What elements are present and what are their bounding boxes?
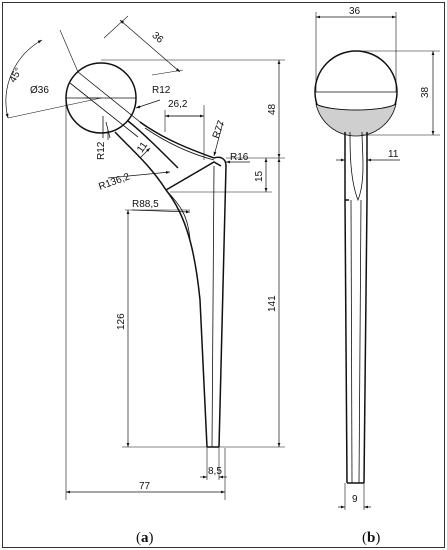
stem-medial-edge (165, 189, 208, 448)
side-neck-taper (349, 131, 364, 202)
label-b-head-height: 38 (420, 86, 431, 98)
dim-11-leader (139, 147, 151, 159)
labels-a: 45° Ø36 36 R12 R12 11 26,2 R77 R16 R136,… (8, 30, 278, 492)
ext-angle-2 (59, 29, 79, 73)
shoulder-curve (139, 121, 215, 159)
shoulder-inner (144, 127, 215, 161)
label-height-15: 15 (254, 170, 265, 182)
dimension-lines-b (316, 15, 435, 509)
extension-lines-a (7, 15, 285, 500)
dim-r77-leader (213, 121, 224, 157)
label-b-stem-width: 9 (352, 494, 358, 505)
neck-lower-edge (114, 131, 167, 191)
side-stem-left (344, 199, 348, 484)
label-neck-width: 11 (135, 140, 150, 155)
label-tip-width: 8,5 (208, 466, 222, 477)
caption-a: (a) (136, 530, 154, 546)
head-taper-line-2 (69, 82, 139, 138)
label-height-48: 48 (267, 103, 278, 115)
ext-angle (7, 97, 102, 119)
label-b-neck-width: 11 (388, 149, 399, 160)
label-height-126: 126 (116, 313, 127, 330)
front-view (65, 62, 227, 448)
labels-b: 36 38 11 9 (349, 6, 431, 505)
dim-r88-leader (131, 209, 191, 214)
label-r12-top: R12 (152, 85, 171, 96)
neck-upper-edge (127, 120, 179, 169)
caption-b: (b) (362, 530, 380, 546)
side-head-lower-band (315, 103, 397, 137)
label-head-size: 36 (150, 30, 166, 46)
label-r77: R77 (211, 119, 228, 140)
side-stem-inner-right (358, 199, 362, 484)
label-r136: R136,2 (97, 171, 131, 193)
stem-inner-line (211, 165, 215, 448)
label-total-width: 77 (139, 481, 151, 492)
ext-36-a (103, 15, 129, 39)
dimension-lines-a (5, 19, 281, 494)
label-height-141: 141 (267, 295, 278, 312)
label-neck-length: 26,2 (168, 99, 188, 110)
medial-transition (165, 189, 191, 241)
proximal-body (165, 161, 222, 191)
dim-angle-arc (5, 39, 43, 119)
side-head-band-line (315, 103, 397, 111)
label-b-head-width: 36 (349, 6, 361, 17)
label-r16: R16 (230, 152, 249, 163)
dim-r12-top-leader (135, 99, 161, 109)
label-angle: 45° (8, 66, 25, 85)
head-taper-line (77, 71, 146, 127)
dim-head-36 (119, 19, 181, 73)
dim-r136-leader (107, 170, 171, 179)
side-stem-right (363, 199, 368, 484)
corner-r16 (213, 156, 227, 167)
side-view (314, 50, 398, 484)
stem-lateral-edge (218, 165, 227, 448)
side-stem-inner-left (350, 199, 353, 484)
label-r12-left: R12 (96, 141, 107, 160)
label-head-diameter: Ø36 (30, 85, 49, 96)
label-r88: R88,5 (132, 199, 159, 210)
extension-lines-b (315, 12, 440, 510)
